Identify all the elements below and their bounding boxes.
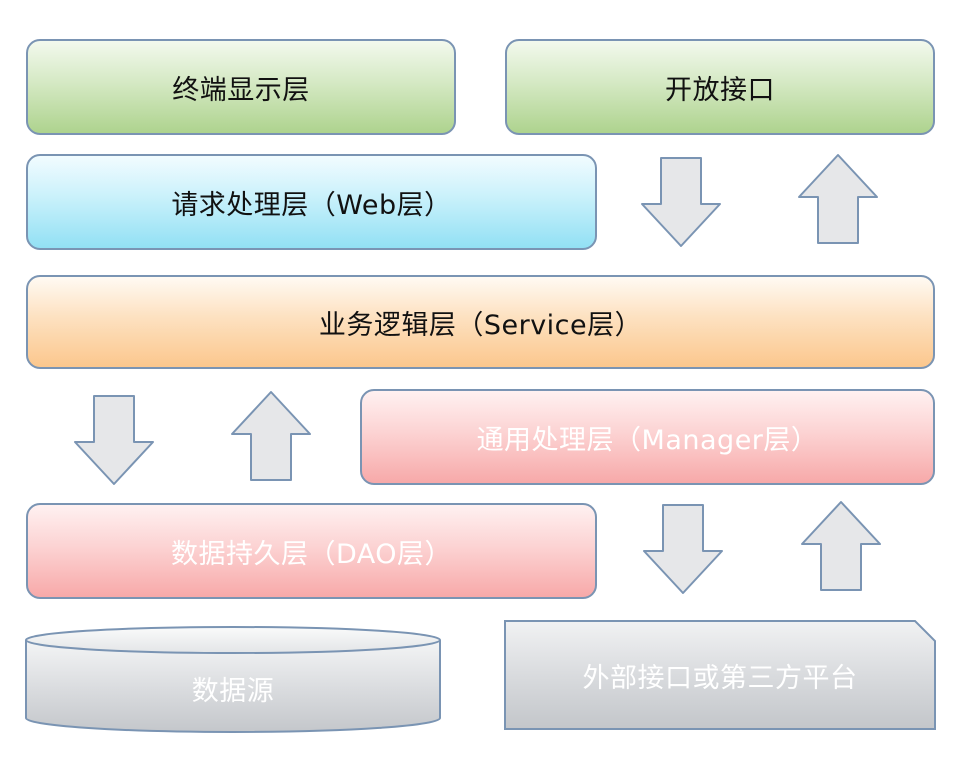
service-layer-label: 业务逻辑层（Service层） (318, 309, 643, 341)
web-layer-label: 请求处理层（Web层） (171, 189, 452, 221)
external-platform-label: 外部接口或第三方平台 (582, 662, 858, 694)
dao-layer-label: 数据持久层（DAO层） (170, 538, 453, 570)
open-api-layer-label: 开放接口 (665, 74, 775, 106)
open-api-layer: 开放接口 (505, 39, 935, 135)
external-platform-label-box: 外部接口或第三方平台 (505, 621, 935, 729)
service-dao-down-arrow (74, 395, 154, 485)
datasource-label: 数据源 (191, 675, 275, 707)
manager-layer: 通用处理层（Manager层） (360, 389, 935, 485)
datasource-label-box: 数据源 (26, 650, 440, 726)
datasource-cylinder (25, 626, 441, 733)
terminal-display-layer: 终端显示层 (26, 39, 456, 135)
dao-layer: 数据持久层（DAO层） (26, 503, 597, 599)
open-api-down-arrow (641, 157, 721, 247)
external-manager-up-arrow (801, 501, 881, 591)
terminal-display-layer-label: 终端显示层 (172, 74, 310, 106)
external-platform-shape (504, 620, 936, 730)
manager-layer-label: 通用处理层（Manager层） (476, 424, 819, 456)
service-layer: 业务逻辑层（Service层） (26, 275, 935, 369)
dao-service-up-arrow (231, 391, 311, 481)
open-api-up-arrow (798, 154, 878, 244)
manager-external-down-arrow (643, 504, 723, 594)
web-layer: 请求处理层（Web层） (26, 154, 597, 250)
